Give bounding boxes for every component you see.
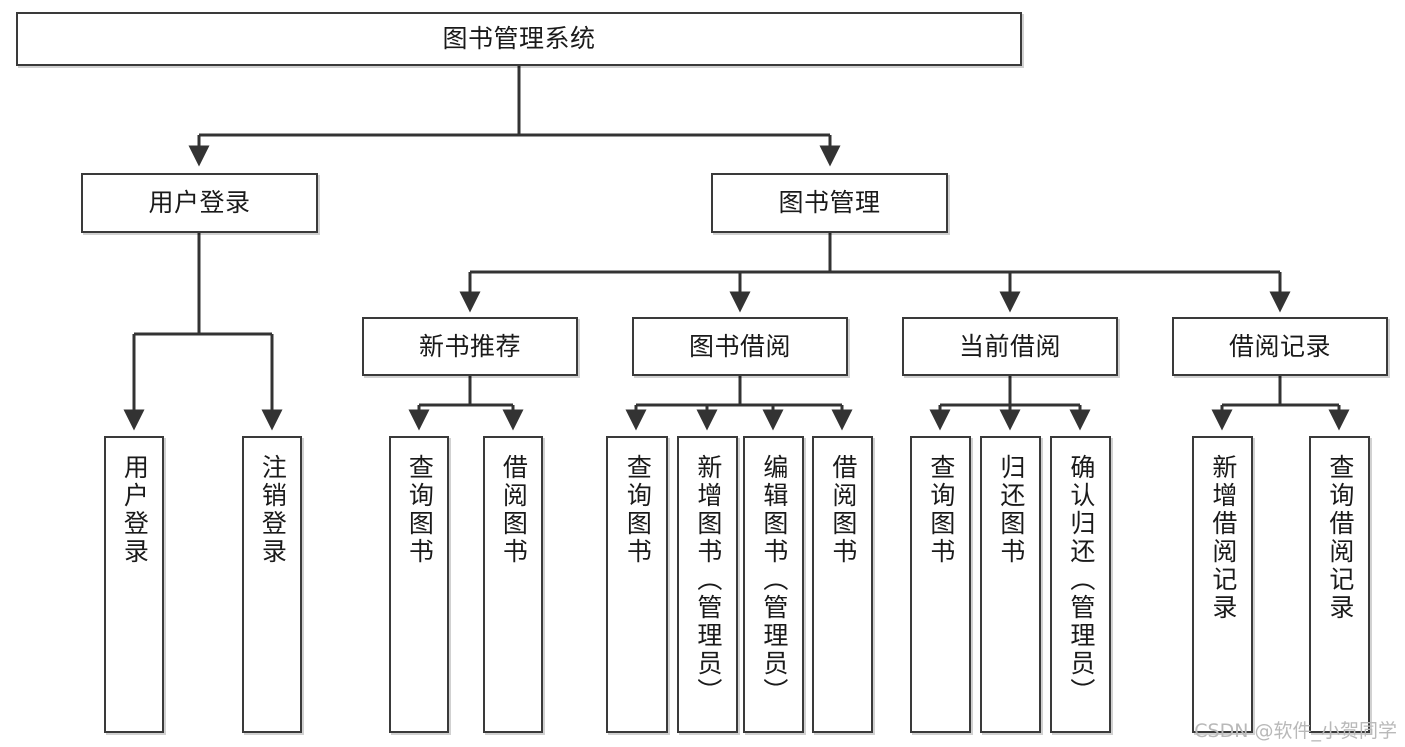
leaf-user-login-login[interactable]: 用户登录 xyxy=(104,436,164,733)
node-borrow-record-label: 借阅记录 xyxy=(1228,331,1331,361)
leaf-label: 新增借阅记录 xyxy=(1208,454,1238,622)
leaf-label: 查询图书 xyxy=(405,454,435,566)
leaf-recommend-query-book[interactable]: 查询图书 xyxy=(389,436,449,733)
node-new-book-recommend[interactable]: 新书推荐 xyxy=(362,317,578,376)
watermark: CSDN @软件_小贺同学 xyxy=(1194,720,1397,742)
leaf-current-return-book[interactable]: 归还图书 xyxy=(980,436,1041,733)
node-root-label: 图书管理系统 xyxy=(442,24,596,54)
leaf-label: 用户登录 xyxy=(120,454,150,566)
leaf-current-query-book[interactable]: 查询图书 xyxy=(910,436,971,733)
node-new-book-recommend-label: 新书推荐 xyxy=(418,331,521,361)
leaf-record-add-record[interactable]: 新增借阅记录 xyxy=(1192,436,1253,733)
leaf-borrow-edit-book-admin[interactable]: 编辑图书（管理员） xyxy=(743,436,804,733)
leaf-label: 注销登录 xyxy=(258,454,288,566)
node-current-borrow-label: 当前借阅 xyxy=(958,331,1061,361)
leaf-current-confirm-return-admin[interactable]: 确认归还（管理员） xyxy=(1050,436,1111,733)
node-user-login[interactable]: 用户登录 xyxy=(81,173,318,233)
node-user-login-label: 用户登录 xyxy=(148,188,251,218)
leaf-label: 归还图书 xyxy=(996,454,1026,566)
leaf-borrow-query-book[interactable]: 查询图书 xyxy=(606,436,668,733)
node-borrow-record[interactable]: 借阅记录 xyxy=(1172,317,1388,376)
node-book-borrow[interactable]: 图书借阅 xyxy=(632,317,848,376)
node-book-management-label: 图书管理 xyxy=(778,188,881,218)
node-current-borrow[interactable]: 当前借阅 xyxy=(902,317,1118,376)
leaf-label: 查询图书 xyxy=(623,454,653,566)
leaf-borrow-borrow-book[interactable]: 借阅图书 xyxy=(812,436,873,733)
leaf-label: 借阅图书 xyxy=(499,454,529,566)
leaf-recommend-borrow-book[interactable]: 借阅图书 xyxy=(483,436,543,733)
leaf-borrow-add-book-admin[interactable]: 新增图书（管理员） xyxy=(677,436,738,733)
leaf-label: 确认归还（管理员） xyxy=(1066,454,1096,706)
node-book-management[interactable]: 图书管理 xyxy=(711,173,948,233)
leaf-label: 查询借阅记录 xyxy=(1325,454,1355,622)
leaf-user-login-logout[interactable]: 注销登录 xyxy=(242,436,302,733)
leaf-record-query-record[interactable]: 查询借阅记录 xyxy=(1309,436,1370,733)
leaf-label: 借阅图书 xyxy=(828,454,858,566)
leaf-label: 新增图书（管理员） xyxy=(693,454,723,706)
node-book-borrow-label: 图书借阅 xyxy=(688,331,791,361)
leaf-label: 查询图书 xyxy=(926,454,956,566)
node-root[interactable]: 图书管理系统 xyxy=(16,12,1022,66)
leaf-label: 编辑图书（管理员） xyxy=(759,454,789,706)
